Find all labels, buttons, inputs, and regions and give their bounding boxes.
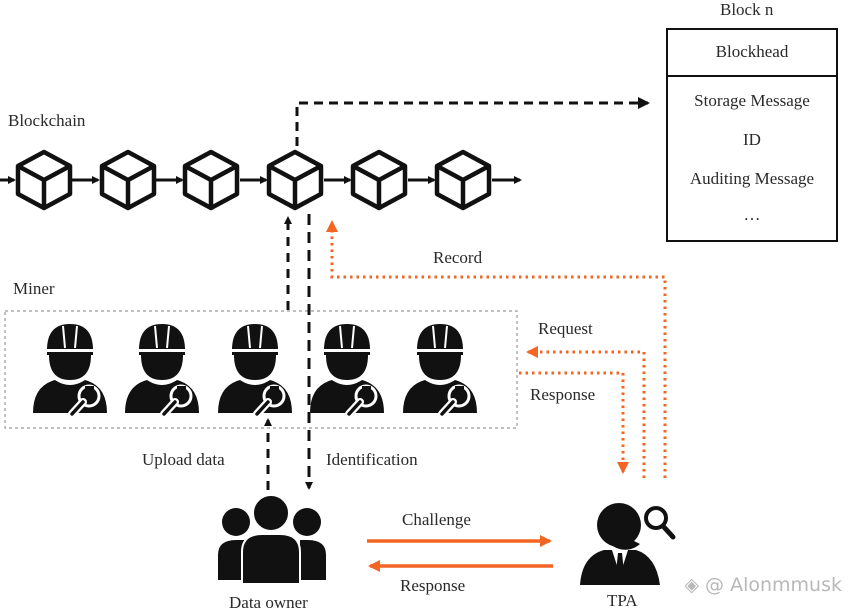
- upload-data-label: Upload data: [142, 450, 225, 469]
- record-label: Record: [433, 248, 483, 267]
- watermark: ◈ @ Alonmmusk: [684, 574, 842, 596]
- blockchain-label: Blockchain: [8, 111, 86, 130]
- block-cube-icon: [185, 152, 237, 208]
- block-cube-icon: [437, 152, 489, 208]
- data-owner-label: Data owner: [229, 593, 308, 612]
- block-field-id: ID: [743, 130, 761, 149]
- tpa-label: TPA: [607, 591, 638, 610]
- tpa-icon: [580, 503, 676, 585]
- blockchain-chain: [0, 152, 522, 208]
- watermark-text: @ Alonmmusk: [705, 574, 842, 596]
- challenge-label: Challenge: [402, 510, 471, 529]
- block-detail-connector: [295, 97, 650, 146]
- request-label: Request: [538, 319, 593, 338]
- data-owner-icon: [218, 494, 326, 585]
- block-header-field: Blockhead: [715, 42, 789, 61]
- block-field-storage-message: Storage Message: [694, 91, 810, 110]
- miner-icon: [310, 324, 384, 414]
- block-field-auditing-message: Auditing Message: [689, 169, 815, 188]
- block-cube-icon: [353, 152, 405, 208]
- block-cube-icon: [102, 152, 154, 208]
- miner-icon: [403, 324, 477, 414]
- miner-group-box: [4, 310, 518, 429]
- response-top-label: Response: [530, 385, 596, 404]
- block-field-more: …: [743, 205, 761, 224]
- response-to-tpa-arrow: [519, 371, 629, 474]
- miner-label: Miner: [13, 279, 55, 298]
- block-cube-icon: [18, 152, 70, 208]
- record-arrow: [326, 220, 667, 478]
- request-arrow: [526, 346, 646, 478]
- block-n-title: Block n: [720, 0, 774, 19]
- miner-icon: [125, 324, 199, 414]
- watermark-logo-icon: ◈: [684, 574, 699, 596]
- miner-icon: [33, 324, 107, 414]
- block-n-card: [666, 28, 838, 242]
- response-bottom-label: Response: [400, 576, 466, 595]
- identification-label: Identification: [326, 450, 418, 469]
- block-cube-icon-highlighted: [269, 152, 321, 208]
- miner-icon: [218, 324, 292, 414]
